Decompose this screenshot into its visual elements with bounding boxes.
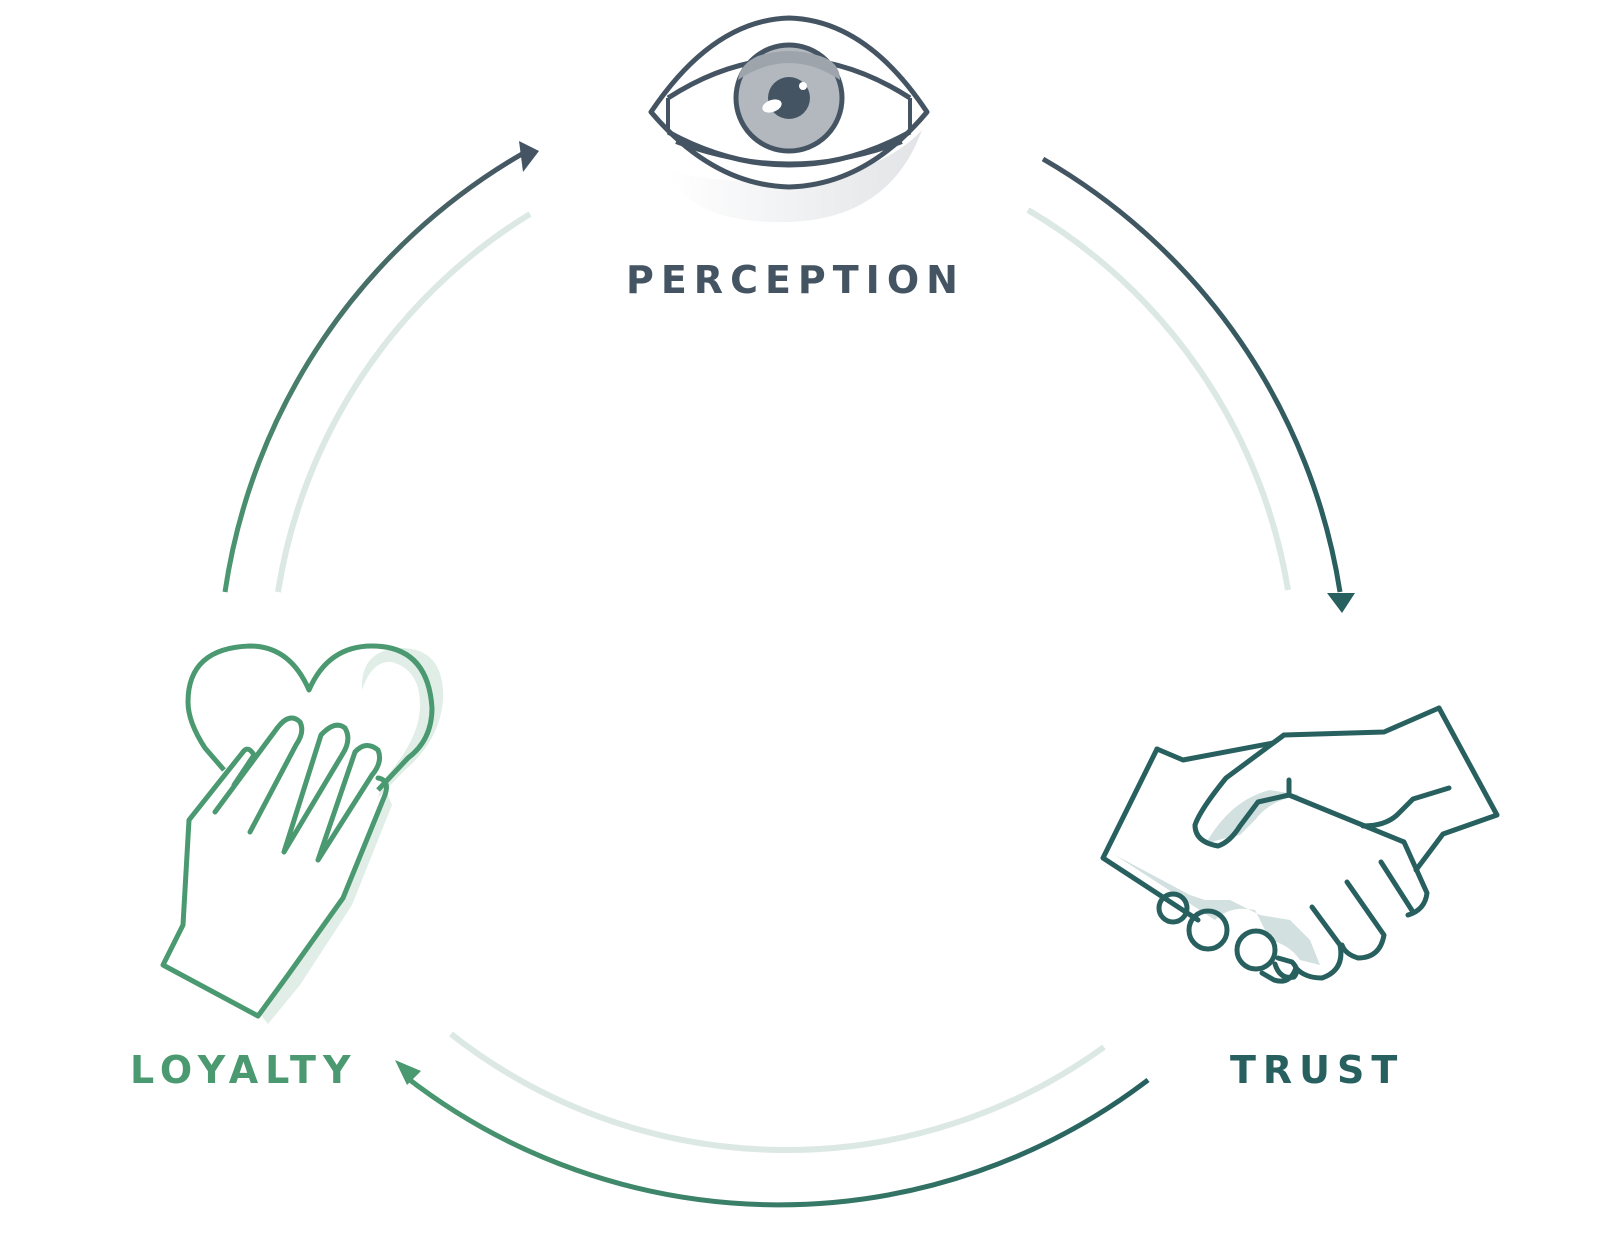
handshake-knuckle-3: [1234, 928, 1278, 972]
hand-ring-finger: [315, 743, 382, 863]
handshake-knuckle-1: [1156, 891, 1190, 925]
arrowhead-trust: [1327, 593, 1355, 613]
heart-hand-icon: [160, 643, 444, 1024]
eye-shadow: [668, 130, 922, 223]
hand-index-finger: [212, 715, 305, 835]
hand-pinky-finger: [231, 746, 257, 788]
inner-ring-segment-right: [1026, 207, 1291, 591]
handshake-thumb: [1360, 785, 1452, 829]
handshake-knuckle-2: [1186, 908, 1230, 952]
eye-inner-lid-bottom-2: [675, 140, 903, 166]
arrowhead-loyalty: [395, 1060, 421, 1085]
inner-ring-segment-bottom: [449, 1031, 1106, 1154]
eye-highlight-small: [799, 82, 807, 90]
inner-ring-segment-left: [275, 211, 532, 593]
handshake-finger-1: [1378, 859, 1416, 915]
arrow-trust-to-loyalty: [404, 1075, 1150, 1208]
cycle-arrows: [222, 151, 1343, 1208]
handshake-right-sleeve: [1281, 705, 1500, 873]
hand-middle-finger: [281, 722, 351, 855]
handshake-finger-2: [1339, 879, 1387, 961]
hand-palm: [160, 749, 389, 1019]
handshake-icon: [1100, 705, 1500, 984]
eye-lid-shadow: [738, 51, 840, 80]
handshake-left-arm: [1100, 746, 1201, 923]
heart-outline: [185, 643, 435, 792]
arrow-perception-to-trust: [1041, 156, 1343, 593]
handshake-cuff-shadow: [1205, 790, 1300, 845]
heart-shadow: [361, 648, 444, 798]
arrowheads: [395, 141, 1355, 1085]
handshake-knuckle-4: [1272, 955, 1300, 980]
eye-icon: [648, 15, 930, 223]
trust-label: TRUST: [1230, 1048, 1405, 1092]
handshake-top-hand: [1192, 732, 1292, 849]
handshake-finger-3: [1293, 904, 1344, 981]
arrowhead-perception: [519, 141, 539, 172]
perception-label: PERCEPTION: [626, 258, 965, 302]
inner-ring: [275, 207, 1291, 1154]
loyalty-label: LOYALTY: [130, 1048, 358, 1092]
arrow-loyalty-to-perception: [222, 151, 524, 593]
eye-highlight-large: [762, 99, 782, 113]
